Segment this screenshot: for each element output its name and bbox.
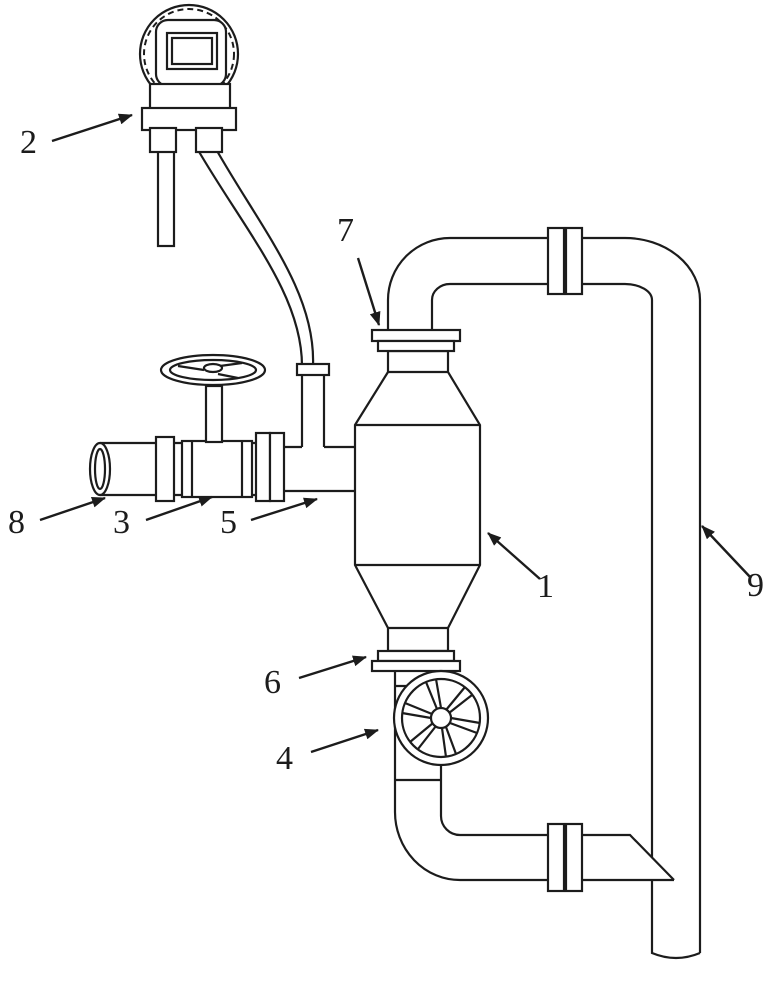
riser-lower-edge	[650, 880, 701, 960]
callout-label-1: 1	[537, 568, 554, 605]
callout-arrow-1	[487, 532, 541, 580]
inlet-line	[88, 353, 356, 503]
callout-arrow-5	[250, 497, 318, 522]
handwheel-valve	[392, 669, 490, 767]
inlet-pipe-to-vessel-edges	[284, 445, 356, 493]
cable-line-left	[197, 149, 304, 367]
inlet-valve-body	[180, 439, 254, 499]
transmitter-body-upper	[148, 82, 232, 112]
callout-label-9: 9	[747, 567, 764, 604]
inlet-flange-plate-right	[268, 431, 286, 503]
vessel-bottom-flange	[370, 649, 462, 673]
callout-arrow-6	[298, 655, 367, 680]
callout-label-4: 4	[276, 740, 293, 777]
callout-arrows	[39, 113, 752, 754]
transmitter-probe	[156, 148, 176, 248]
drain-pipe-inner-edge	[439, 671, 675, 881]
callout-arrow-9	[701, 525, 752, 579]
handwheel-spokes	[401, 678, 481, 758]
transmitter-body-lower	[140, 106, 238, 132]
inlet-coupling	[154, 435, 176, 503]
inlet-handwheel-hub	[202, 362, 224, 374]
inlet-pipe-edges	[100, 441, 256, 497]
transmitter-foot-right	[194, 126, 224, 154]
pipe-loop-inner-edge	[430, 282, 654, 857]
vessel-outline	[353, 349, 482, 653]
callout-arrow-7	[356, 257, 381, 326]
callout-label-3: 3	[113, 504, 130, 541]
vessel-seam-lines	[355, 370, 480, 630]
transmitter	[138, 3, 240, 248]
drain-pipe-outer-edge	[393, 671, 674, 882]
transmitter-foot-left	[148, 126, 178, 154]
callout-arrow-3	[145, 495, 213, 522]
bottom-flange-inner-band	[376, 649, 456, 663]
inlet-handwheel-inner	[168, 358, 258, 382]
callout-label-7: 7	[337, 212, 354, 249]
bottom-flange-outer-band	[370, 659, 462, 673]
sensing-stub-collar	[295, 362, 331, 377]
inlet-valve-stem	[204, 384, 224, 444]
sensing-stub-edges	[300, 374, 326, 447]
top-flange-outer-band	[370, 328, 462, 343]
callout-arrow-8	[39, 496, 106, 522]
inlet-flange-plate-left	[254, 431, 272, 503]
display-screen	[170, 36, 214, 66]
callout-label-8: 8	[8, 504, 25, 541]
cable-line-right	[211, 141, 315, 367]
pipe-loop-outer-edge	[386, 236, 702, 953]
pipe-couplings	[546, 226, 584, 893]
top-coupling-plate-right	[564, 226, 584, 296]
pipe-loop	[386, 236, 702, 960]
inlet-handwheel-spokes	[177, 361, 243, 380]
bottom-coupling-plate-left	[546, 822, 566, 893]
top-flange-inner-band	[376, 339, 456, 353]
vessel-top-flange	[370, 328, 462, 353]
callout-arrow-4	[310, 728, 379, 754]
callout-label-5: 5	[220, 504, 237, 541]
signal-cable	[197, 141, 315, 367]
bottom-coupling-plate-right	[564, 822, 584, 893]
callout-label-2: 2	[20, 124, 37, 161]
callout-arrow-2	[51, 113, 133, 143]
inlet-valve-body-ticks	[190, 441, 244, 497]
top-coupling-plate-left	[546, 226, 566, 296]
callout-label-6: 6	[264, 664, 281, 701]
separator-vessel	[353, 349, 482, 653]
handwheel-hub	[429, 706, 453, 730]
open-pipe-end-inner	[93, 447, 107, 491]
